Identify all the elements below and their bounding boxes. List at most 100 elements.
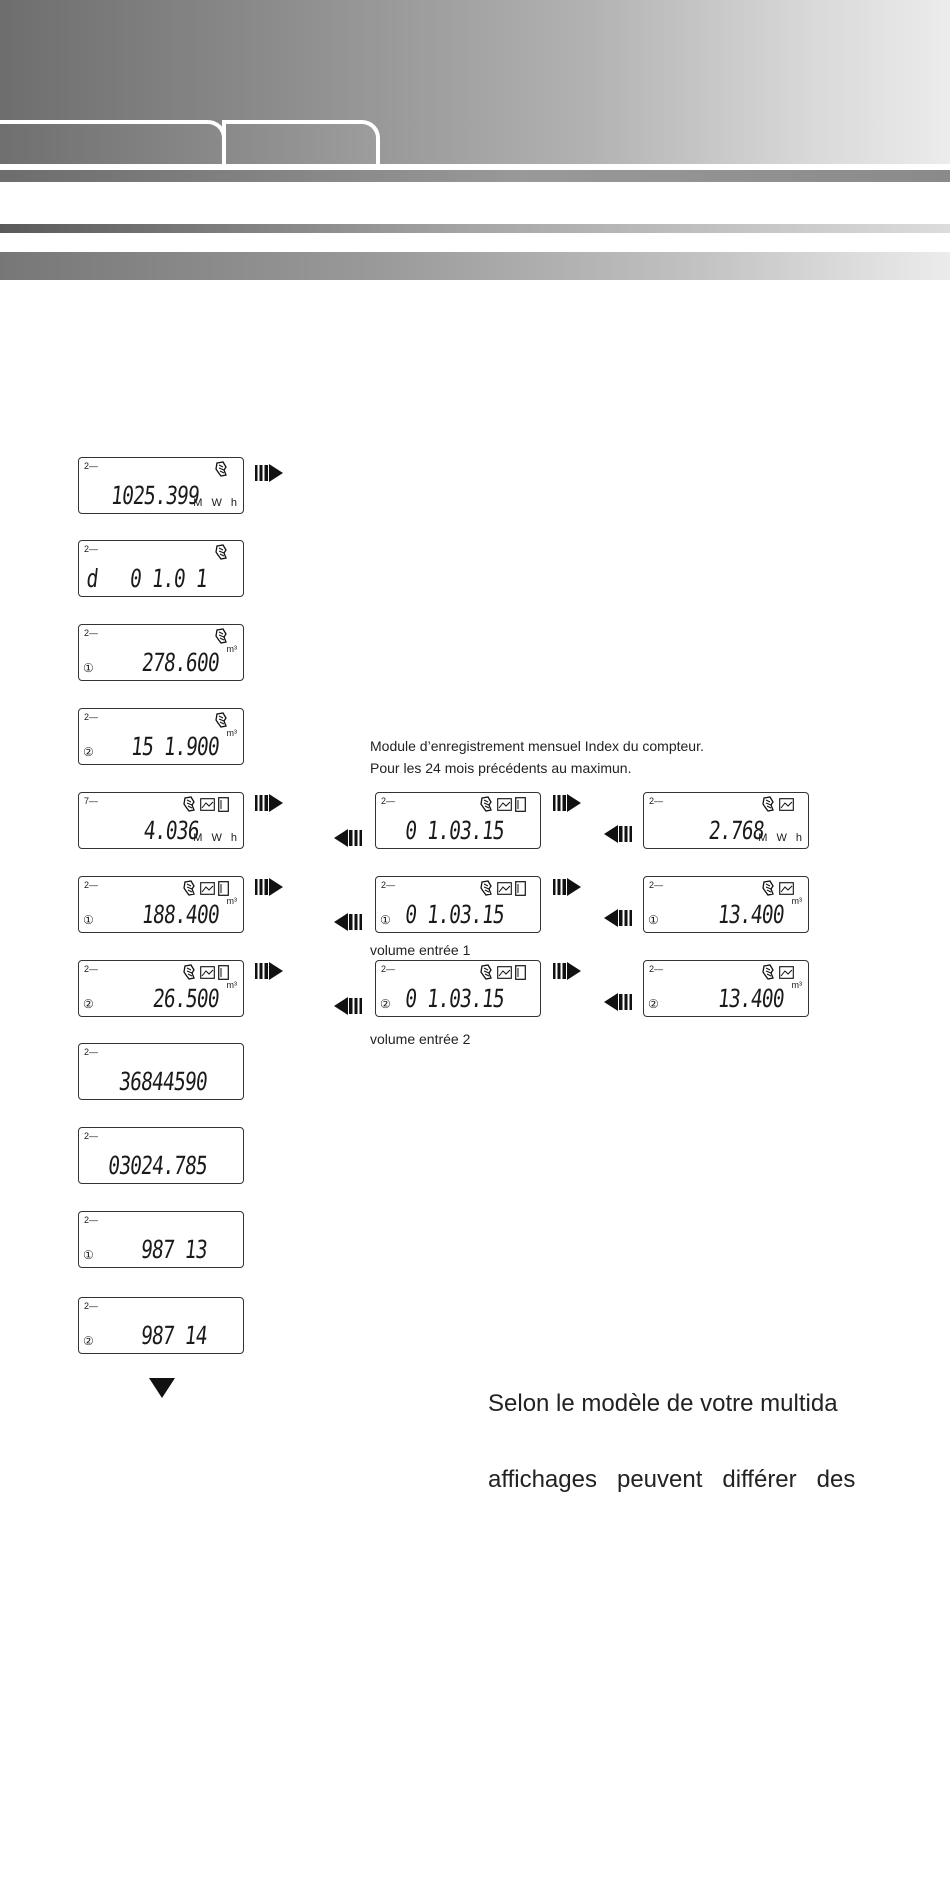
input-marker: ①: [83, 661, 94, 675]
back-arrow-icon: [604, 993, 632, 1011]
gear-hand-icon: [479, 796, 494, 812]
lcd-value: 1025.399: [109, 481, 201, 510]
lcd-display-history-date-1: 2— 0 1.03.15: [375, 792, 541, 849]
lcd-display-left-6: 2— ① 188.400 m³: [78, 876, 244, 933]
input-marker: ①: [83, 913, 94, 927]
chart-icon: [497, 797, 512, 811]
door-icon: [515, 796, 526, 812]
gear-hand-icon: [182, 796, 197, 812]
lcd-display-left-9: 2— 03024.785: [78, 1127, 244, 1184]
chart-icon: [779, 881, 794, 895]
gear-hand-icon: [214, 628, 229, 644]
lcd-tag: 2—: [84, 1047, 99, 1057]
lcd-tag: 2—: [84, 1301, 99, 1311]
lcd-value: 13.400: [716, 984, 786, 1013]
header-divider: [0, 164, 950, 170]
volume-input-2-label: volume entrée 2: [370, 1031, 471, 1047]
lcd-tag: 2—: [381, 796, 396, 806]
next-arrow-icon: [255, 962, 283, 980]
lcd-status-icons: [479, 796, 526, 812]
lcd-value: 0 1.03.15: [403, 984, 506, 1013]
door-icon: [515, 964, 526, 980]
lcd-unit: m³: [226, 896, 238, 906]
lcd-value: 987 13: [139, 1235, 209, 1264]
body-text-line2: affichages peuvent différer des: [488, 1466, 856, 1493]
lcd-unit: m³: [791, 896, 803, 906]
lcd-tag: 2—: [84, 964, 99, 974]
header-tab-2: [222, 120, 380, 166]
module-caption-line2: Pour les 24 mois précédents au maximun.: [370, 760, 632, 776]
next-arrow-icon: [553, 794, 581, 812]
lcd-status-icons: [761, 796, 794, 812]
lcd-tag: 2—: [381, 964, 396, 974]
lcd-value: 0 1.0 1: [128, 564, 209, 593]
lcd-display-left-7: 2— ② 26.500 m³: [78, 960, 244, 1017]
lcd-display-left-10: 2— ① 987 13: [78, 1211, 244, 1268]
lcd-tag: 2—: [381, 880, 396, 890]
volume-input-1-label: volume entrée 1: [370, 942, 471, 958]
lcd-status-icons: [214, 544, 229, 560]
input-marker: ②: [83, 997, 94, 1011]
input-marker: ②: [380, 997, 391, 1011]
day-prefix: d: [85, 564, 100, 593]
next-arrow-icon: [553, 878, 581, 896]
module-caption-line1: Module d’enregistrement mensuel Index du…: [370, 738, 704, 754]
input-marker: ②: [83, 1334, 94, 1348]
lcd-display-history-date-2: 2— ① 0 1.03.15: [375, 876, 541, 933]
lcd-value: 26.500: [151, 984, 221, 1013]
back-arrow-icon: [334, 997, 362, 1015]
lcd-tag: 2—: [84, 544, 99, 554]
next-arrow-icon: [255, 464, 283, 482]
lcd-display-left-11: 2— ② 987 14: [78, 1297, 244, 1354]
lcd-tag: 2—: [84, 1131, 99, 1141]
lcd-tag: 2—: [84, 880, 99, 890]
gear-hand-icon: [182, 964, 197, 980]
gear-hand-icon: [214, 712, 229, 728]
lcd-status-icons: [214, 461, 229, 477]
door-icon: [218, 964, 229, 980]
lcd-tag: 2—: [84, 461, 99, 471]
gear-hand-icon: [182, 880, 197, 896]
lcd-tag: 2—: [649, 796, 664, 806]
header-bar: [0, 170, 950, 182]
lcd-tag: 7—: [84, 796, 99, 806]
gear-hand-icon: [479, 964, 494, 980]
lcd-display-history-value-2: 2— ① 13.400 m³: [643, 876, 809, 933]
gear-hand-icon: [214, 544, 229, 560]
lcd-value: 0 1.03.15: [403, 900, 506, 929]
body-text-line1: Selon le modèle de votre multida: [488, 1390, 838, 1417]
back-arrow-icon: [604, 909, 632, 927]
lcd-status-icons: [479, 964, 526, 980]
next-arrow-icon: [255, 878, 283, 896]
chart-icon: [497, 881, 512, 895]
section-title-bar: [0, 252, 950, 280]
chart-icon: [200, 881, 215, 895]
lcd-display-left-8: 2— 36844590: [78, 1043, 244, 1100]
lcd-value: 15 1.900: [129, 732, 221, 761]
input-marker: ①: [83, 1248, 94, 1262]
lcd-status-icons: [761, 964, 794, 980]
lcd-display-history-value-1: 2— 2.768 M W h: [643, 792, 809, 849]
chart-icon: [779, 797, 794, 811]
lcd-value: 188.400: [140, 900, 221, 929]
lcd-unit: m³: [226, 728, 238, 738]
next-arrow-icon: [553, 962, 581, 980]
gear-hand-icon: [214, 461, 229, 477]
input-marker: ①: [380, 913, 391, 927]
lcd-status-icons: [182, 880, 229, 896]
lcd-tag: 2—: [84, 1215, 99, 1225]
gear-hand-icon: [761, 796, 776, 812]
lcd-display-left-3: 2— ① 278.600 m³: [78, 624, 244, 681]
lcd-unit: M W h: [193, 832, 240, 844]
chart-icon: [200, 797, 215, 811]
chart-icon: [200, 965, 215, 979]
lcd-tag: 2—: [649, 964, 664, 974]
lcd-unit: m³: [226, 644, 238, 654]
lcd-status-icons: [182, 964, 229, 980]
lcd-display-left-5: 7— 4.036 M W h: [78, 792, 244, 849]
thin-divider-bar: [0, 224, 950, 233]
lcd-value: 987 14: [139, 1321, 209, 1350]
lcd-status-icons: [761, 880, 794, 896]
lcd-status-icons: [479, 880, 526, 896]
lcd-unit: m³: [791, 980, 803, 990]
